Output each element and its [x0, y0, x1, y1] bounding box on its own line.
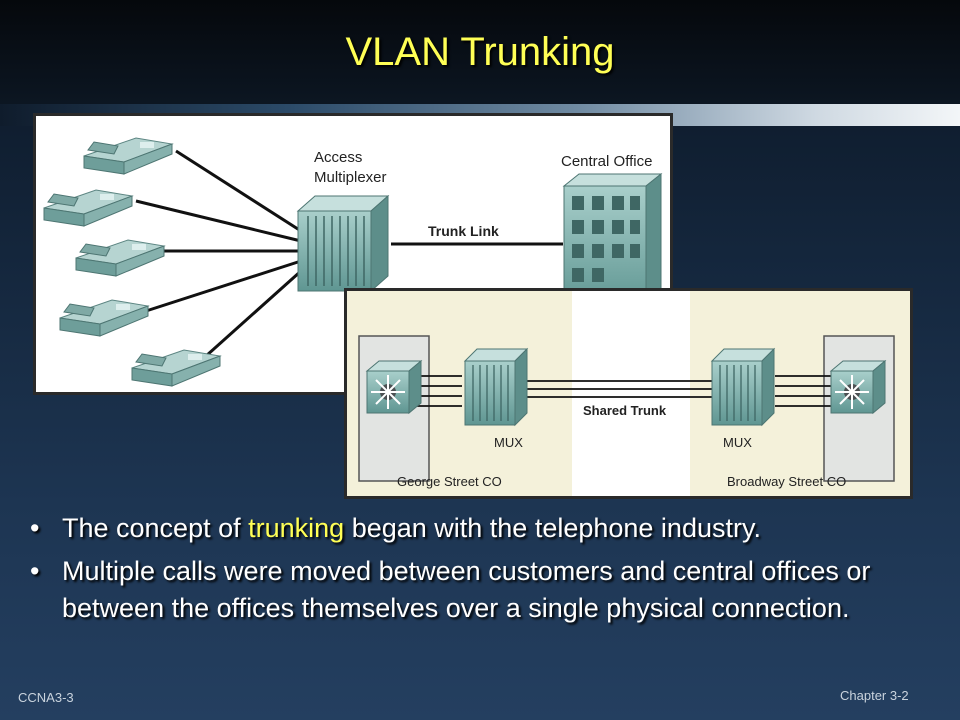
left-site-label: George Street CO: [397, 474, 502, 489]
mux-label-line1: Access: [314, 149, 362, 166]
mux-right-label: MUX: [723, 435, 752, 450]
bullet-text-part: The concept of: [62, 513, 249, 543]
telephone-icon: [131, 349, 222, 387]
switch-icon: [829, 359, 887, 415]
right-site-label: Broadway Street CO: [727, 474, 846, 489]
bullet-list: • The concept of trunking began with the…: [30, 510, 930, 633]
mux-label-line2: Multiplexer: [314, 169, 387, 186]
highlight-term: trunking: [248, 513, 345, 543]
bullet-item: • The concept of trunking began with the…: [30, 510, 930, 547]
switch-icon: [365, 359, 423, 415]
access-multiplexer-icon: [296, 194, 390, 293]
shared-trunk-label: Shared Trunk: [583, 403, 667, 418]
telephone-icon: [59, 299, 150, 337]
bullet-dot-icon: •: [30, 513, 40, 543]
telephone-icon: [43, 189, 134, 227]
footer-chapter: Chapter 3-2: [840, 688, 909, 703]
bullet-dot-icon: •: [30, 556, 40, 586]
central-office-building-icon: [562, 172, 663, 310]
bullet-text: Multiple calls were moved between custom…: [62, 556, 871, 623]
mux-icon: [710, 347, 776, 427]
telephone-icon: [83, 137, 174, 175]
bullet-item: • Multiple calls were moved between cust…: [30, 553, 930, 627]
diagram-shared-trunk: Shared Trunk MUX MUX George Street CO Br…: [344, 288, 913, 499]
title-band: [0, 0, 960, 104]
trunk-link-label: Trunk Link: [428, 223, 499, 239]
central-office-label: Central Office: [561, 153, 652, 170]
mux-left-label: MUX: [494, 435, 523, 450]
telephone-icon: [75, 239, 166, 277]
slide-title: VLAN Trunking: [345, 30, 615, 74]
bullet-text-part: began with the telephone industry.: [344, 513, 761, 543]
mux-icon: [463, 347, 529, 427]
footer-course: CCNA3-3: [18, 690, 74, 705]
